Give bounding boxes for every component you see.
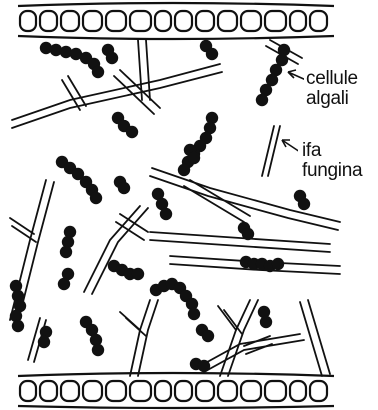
- algal-cell: [178, 164, 190, 176]
- algal-cell: [106, 52, 118, 64]
- algal-cell: [272, 258, 284, 270]
- algal-cell-cluster: [258, 306, 272, 328]
- upper-cortex: [18, 2, 334, 39]
- algal-cell: [160, 208, 172, 220]
- cortex-cell: [61, 381, 79, 401]
- algal-cell: [90, 192, 102, 204]
- algal-cell: [12, 320, 24, 332]
- algal-cell-cluster: [56, 156, 102, 204]
- algal-cell: [198, 360, 210, 372]
- cortex-cell: [106, 381, 126, 401]
- algal-cell: [188, 308, 200, 320]
- cortex-cell: [175, 381, 192, 401]
- algal-cell-cluster: [178, 112, 218, 176]
- algal-cell-cluster: [150, 278, 200, 320]
- algal-cell-cluster: [256, 44, 290, 106]
- algal-cell-cluster: [60, 226, 76, 258]
- algal-cell-cluster: [200, 40, 218, 60]
- algal-cell-cluster: [38, 326, 52, 348]
- fungal-hypha-label-line2: fungina: [302, 160, 363, 181]
- algal-cell: [60, 246, 72, 258]
- algal-cell-cluster: [112, 112, 138, 138]
- algal-cell-cluster: [108, 260, 144, 280]
- algal-cell: [126, 126, 138, 138]
- cortex-cell: [40, 381, 57, 401]
- algal-cell: [256, 94, 268, 106]
- lower-cortex: [18, 373, 334, 408]
- algal-cell-cluster: [80, 316, 104, 356]
- algal-cell: [298, 198, 310, 210]
- algal-cell-cluster: [190, 358, 210, 372]
- algal-cells-label-line2: algali: [306, 88, 349, 109]
- algal-cell-cluster: [196, 324, 214, 342]
- cortex-cell: [218, 381, 237, 401]
- lower-cortex-cells: [20, 381, 327, 401]
- cortex-cell: [83, 381, 102, 401]
- algal-cell-cluster: [10, 280, 26, 332]
- algal-cells: [10, 40, 310, 372]
- fungal-hyphae: [10, 40, 340, 376]
- cortex-cell: [130, 381, 151, 401]
- cortex-cell: [310, 381, 327, 401]
- algal-cell: [206, 48, 218, 60]
- cortex-cell: [155, 381, 171, 401]
- algal-cell: [188, 152, 200, 164]
- algal-cell-cluster: [40, 42, 104, 78]
- cortex-cell: [265, 381, 286, 401]
- algal-cells-pointer: [288, 72, 306, 80]
- cortex-cell: [290, 381, 306, 401]
- cortex-cell: [20, 381, 36, 401]
- algal-cell-cluster: [58, 268, 74, 290]
- algal-cells-label-line1: cellule: [306, 68, 358, 89]
- cortex-cell: [196, 381, 214, 401]
- algal-cell: [132, 268, 144, 280]
- algal-cell: [260, 316, 272, 328]
- algal-cell: [92, 66, 104, 78]
- algal-cell: [92, 344, 104, 356]
- algal-cell: [118, 182, 130, 194]
- algal-cell: [202, 330, 214, 342]
- cortex-cell: [241, 381, 261, 401]
- algal-cell: [38, 336, 50, 348]
- algal-cell-cluster: [102, 44, 118, 64]
- fungal-hypha-label-line1: ifa: [302, 140, 322, 161]
- algal-cell-cluster: [152, 188, 172, 220]
- algal-cell-cluster: [294, 190, 310, 210]
- algal-cell: [242, 228, 254, 240]
- algal-cell: [58, 278, 70, 290]
- algal-cell-cluster: [114, 176, 130, 194]
